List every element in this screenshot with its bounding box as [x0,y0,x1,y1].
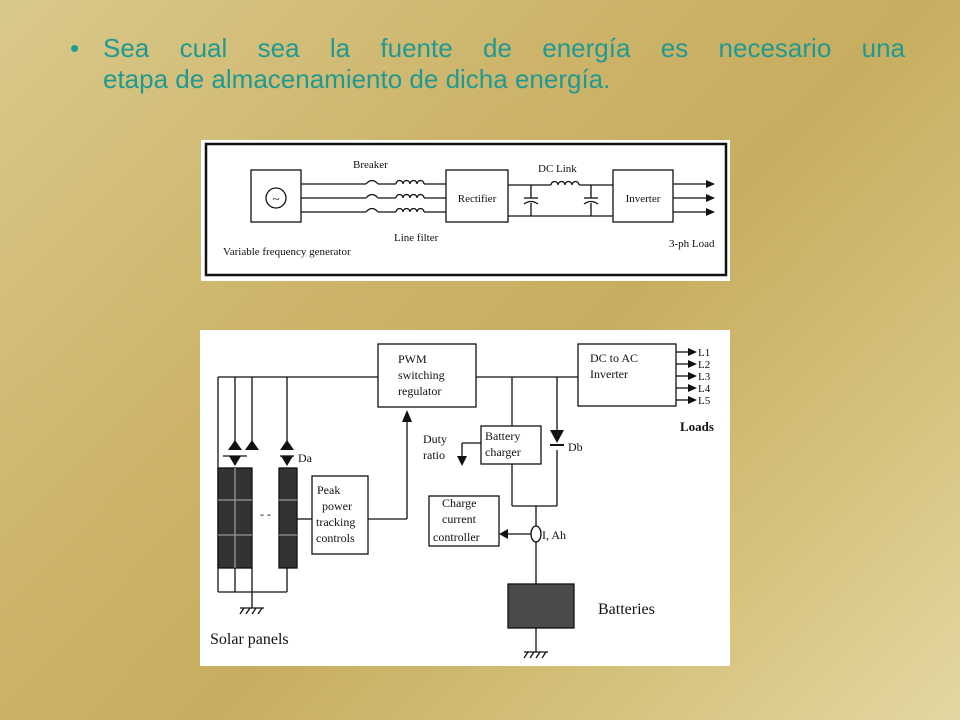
charger-label-1: Battery [485,429,520,443]
generator-tilde: ~ [272,191,279,206]
pwm-regulator-box [377,343,477,408]
charge-label-1: Charge [442,496,476,510]
peak-label-2: power [322,499,352,513]
battery-charger-box [480,425,542,465]
bullet-line-2: etapa de almacenamiento de dicha energía… [103,64,611,94]
batteries-label: Batteries [598,601,655,618]
dc-link-inductor [550,180,580,186]
inverter-box [577,343,677,407]
inverter-label-1: DC to AC [590,351,638,365]
load-label: 3-ph Load [669,238,715,250]
charger-label-2: charger [485,445,521,459]
load-line-l4: L4 [698,383,711,395]
load-line-l2: L2 [698,359,710,371]
peak-label-1: Peak [317,483,340,497]
inverter-box [612,169,674,223]
pwm-label-2: switching [398,368,445,382]
bullet-marker: • [70,33,80,63]
rectifier-box [445,169,509,223]
inverter-label: Inverter [626,193,661,205]
loads-label: Loads [680,419,714,434]
meter-label: I, Ah [542,528,566,542]
charge-label-2: current [442,512,477,526]
generator-diagram: ~ Breaker DC Link Rectifier Inverter Lin… [201,140,730,281]
pwm-label-3: regulator [398,384,441,398]
current-meter [530,525,542,543]
solar-panels-label: Solar panels [210,631,289,648]
peak-label-3: tracking [316,515,355,529]
dc-link-label: DC Link [538,163,577,175]
breaker-symbols [365,179,379,213]
bullet-line-1: Sea cual sea la fuente de energía es nec… [103,33,905,63]
breaker-label: Breaker [353,159,388,171]
db-label: Db [568,440,583,454]
filter-inductor [395,179,425,185]
generator-label: Variable frequency generator [223,246,351,258]
peak-power-tracking-box [311,475,369,555]
inverter-label-2: Inverter [590,367,628,381]
load-arrows [706,180,715,216]
bullet-point: • Sea cual sea la fuente de energía es n… [70,33,905,95]
load-line-l3: L3 [698,371,711,383]
load-line-l5: L5 [698,395,711,407]
load-line-l1: L1 [698,347,710,359]
charge-controller-box [428,495,500,547]
rectifier-label: Rectifier [458,193,497,205]
duty-label-2: ratio [423,448,445,462]
arrowheads [228,348,697,539]
peak-label-4: controls [316,531,355,545]
da-label: Da [298,451,313,465]
pwm-label-1: PWM [398,352,427,366]
batteries-block [507,583,575,629]
generator-symbol [265,187,287,209]
duty-label-1: Duty [423,432,447,446]
generator-box [250,169,302,223]
charge-label-3: controller [433,530,480,544]
line-filter-label: Line filter [394,232,439,244]
solar-panel-group-2 [278,467,298,569]
solar-diagram: PWM switching regulator DC to AC Inverte… [200,330,730,666]
panel-dashes: - - [260,507,271,521]
